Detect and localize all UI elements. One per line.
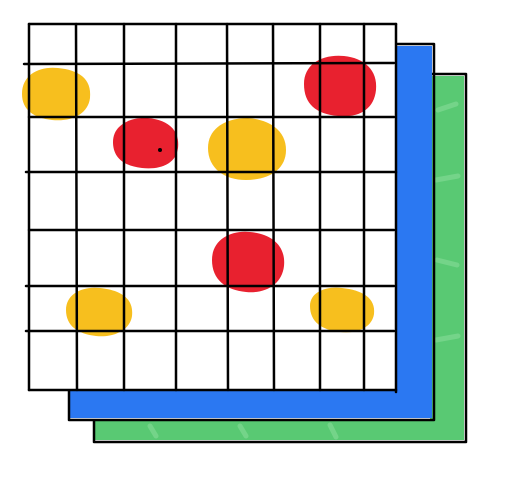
green-brush-stroke bbox=[147, 423, 159, 439]
grid-lines bbox=[22, 22, 398, 394]
marker-dot bbox=[158, 148, 162, 152]
grid-line-vertical bbox=[74, 22, 79, 392]
green-layer-outline bbox=[92, 72, 468, 444]
grid-line-vertical bbox=[271, 22, 276, 392]
front-grid bbox=[22, 22, 398, 394]
green-brush-stroke bbox=[434, 257, 460, 268]
green-brush-stroke bbox=[237, 423, 249, 439]
grid-line-vertical bbox=[225, 22, 230, 392]
green-brush-stroke bbox=[327, 422, 339, 440]
green-brush-stroke bbox=[433, 333, 461, 343]
yellow-marker bbox=[22, 67, 91, 121]
green-layer bbox=[92, 72, 468, 444]
grid-line-horizontal bbox=[22, 61, 396, 66]
green-layer-brush-strokes bbox=[147, 101, 461, 440]
yellow-marker bbox=[310, 287, 375, 333]
green-brush-stroke bbox=[435, 101, 459, 113]
blue-layer-outline bbox=[67, 42, 436, 422]
yellow-marker bbox=[66, 287, 133, 337]
red-marker bbox=[113, 117, 179, 169]
red-marker bbox=[212, 231, 285, 293]
green-brush-stroke bbox=[433, 173, 461, 183]
red-marker bbox=[304, 55, 377, 117]
